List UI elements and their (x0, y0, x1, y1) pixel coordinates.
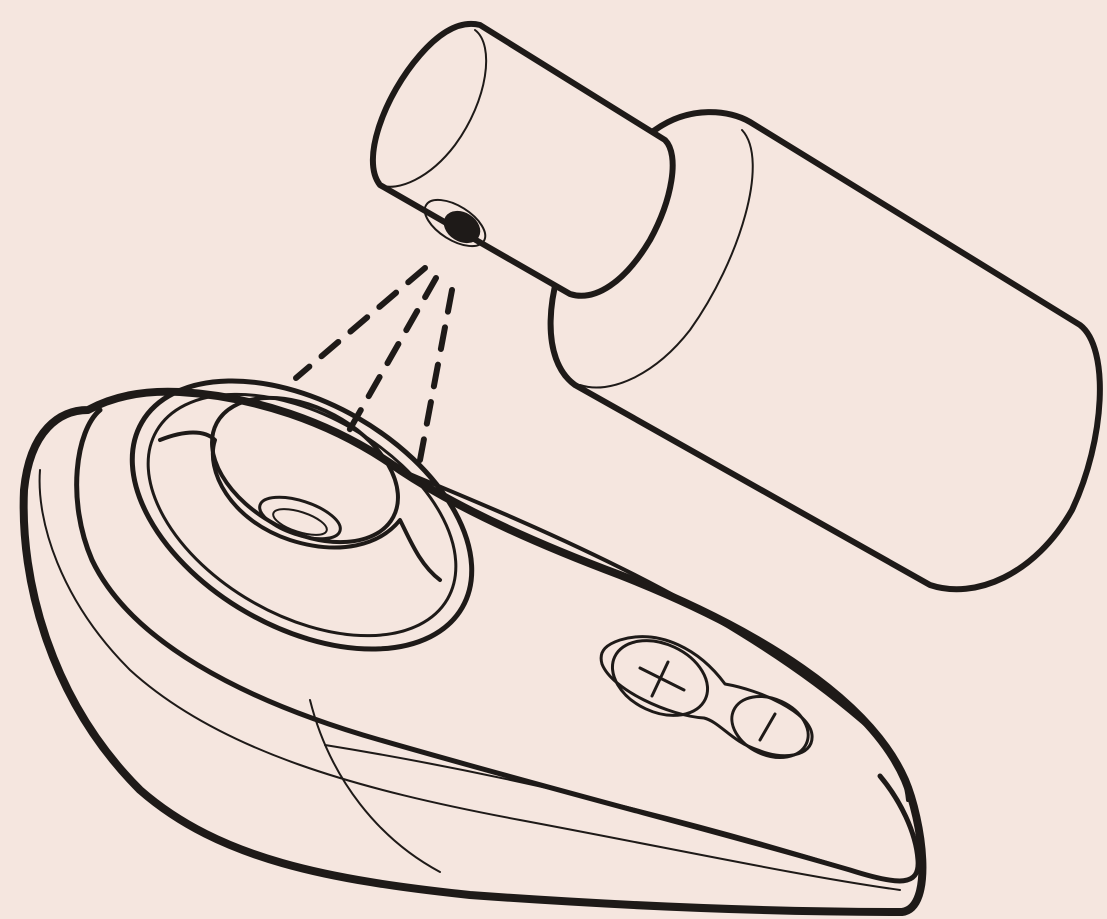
illustration-svg (0, 0, 1107, 919)
illustration-canvas (0, 0, 1107, 919)
